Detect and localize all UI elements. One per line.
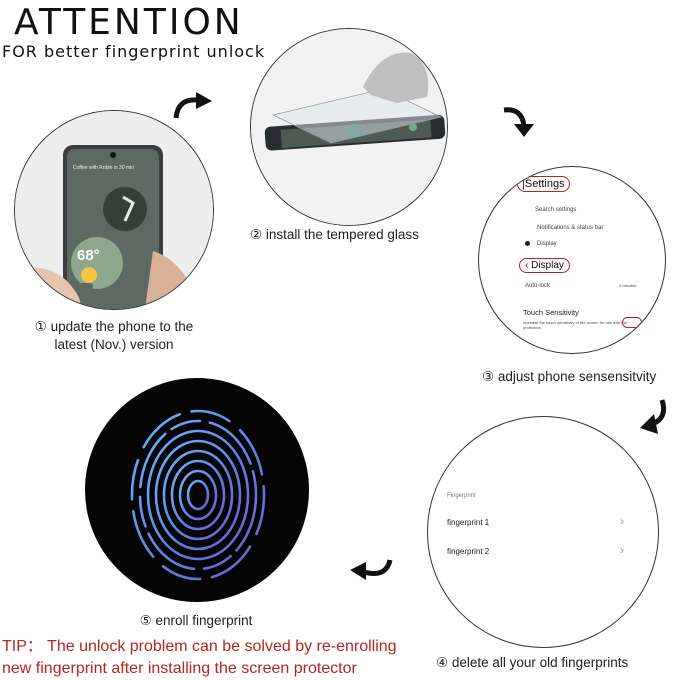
bullet-icon [525, 241, 530, 246]
step4-circle: Fingerprint fingerprint 1 › fingerprint … [427, 416, 659, 648]
curved-arrow-icon [173, 92, 212, 119]
touch-sensitivity-desc: Increase the touch sensitivity of the sc… [523, 320, 627, 330]
glass-illustration [251, 29, 447, 225]
auto-lock-label: Auto-lock [525, 283, 551, 289]
page-title: ATTENTION [14, 2, 244, 43]
step5-caption: ⑤ enroll fingerprint [139, 613, 253, 628]
step2-circle [250, 28, 448, 226]
step1-circle: Coffee with Robin in 30 min 68° [14, 110, 214, 310]
curved-arrow-icon [640, 399, 667, 434]
curved-arrow-icon [350, 559, 393, 580]
chevron-right-icon: › [620, 543, 624, 557]
tip-text: TIP： The unlock problem can be solved by… [2, 636, 397, 680]
step3-circle: |Settings Search settings Notifications … [478, 166, 666, 354]
phone-illustration [15, 111, 213, 309]
curved-arrow-icon [503, 107, 534, 137]
step2-caption: ② install the tempered glass [250, 227, 419, 242]
settings-search[interactable]: Search settings [535, 207, 577, 213]
settings-item-display[interactable]: Display [537, 241, 557, 247]
temperature-text: 68° [77, 247, 100, 264]
step3-caption: ③ adjust phone sensensitvity [482, 369, 657, 384]
settings-title: |Settings [517, 176, 570, 192]
step5-circle [85, 378, 309, 602]
notification-text: Coffee with Robin in 30 min [73, 165, 135, 171]
chevron-right-icon: › [620, 514, 624, 528]
touch-toggle[interactable] [622, 317, 642, 328]
auto-lock-value: 2 minutes [619, 283, 637, 288]
fingerprint-section-title: Fingerprint [447, 493, 476, 499]
display-title: ‹ Display [519, 258, 570, 273]
fingerprint-item-2[interactable]: fingerprint 2 [447, 547, 490, 556]
fingerprint-icon [130, 409, 266, 581]
step4-caption: ④ delete all your old fingerprints [436, 655, 629, 670]
touch-sensitivity-title: Touch Sensitivity [523, 308, 579, 317]
tip-line1: TIP： The unlock problem can be solved by… [2, 638, 397, 655]
step1-caption-line1: ① update the phone to the [34, 319, 194, 334]
fingerprint-item-1[interactable]: fingerprint 1 [447, 518, 490, 527]
step1-caption-line2: latest (Nov.) version [54, 337, 174, 352]
tip-line2: new fingerprint after installing the scr… [2, 660, 357, 677]
page-subtitle: FOR better fingerprint unlock [2, 42, 266, 61]
settings-item-notifications[interactable]: Notifications & status bar [537, 225, 604, 231]
